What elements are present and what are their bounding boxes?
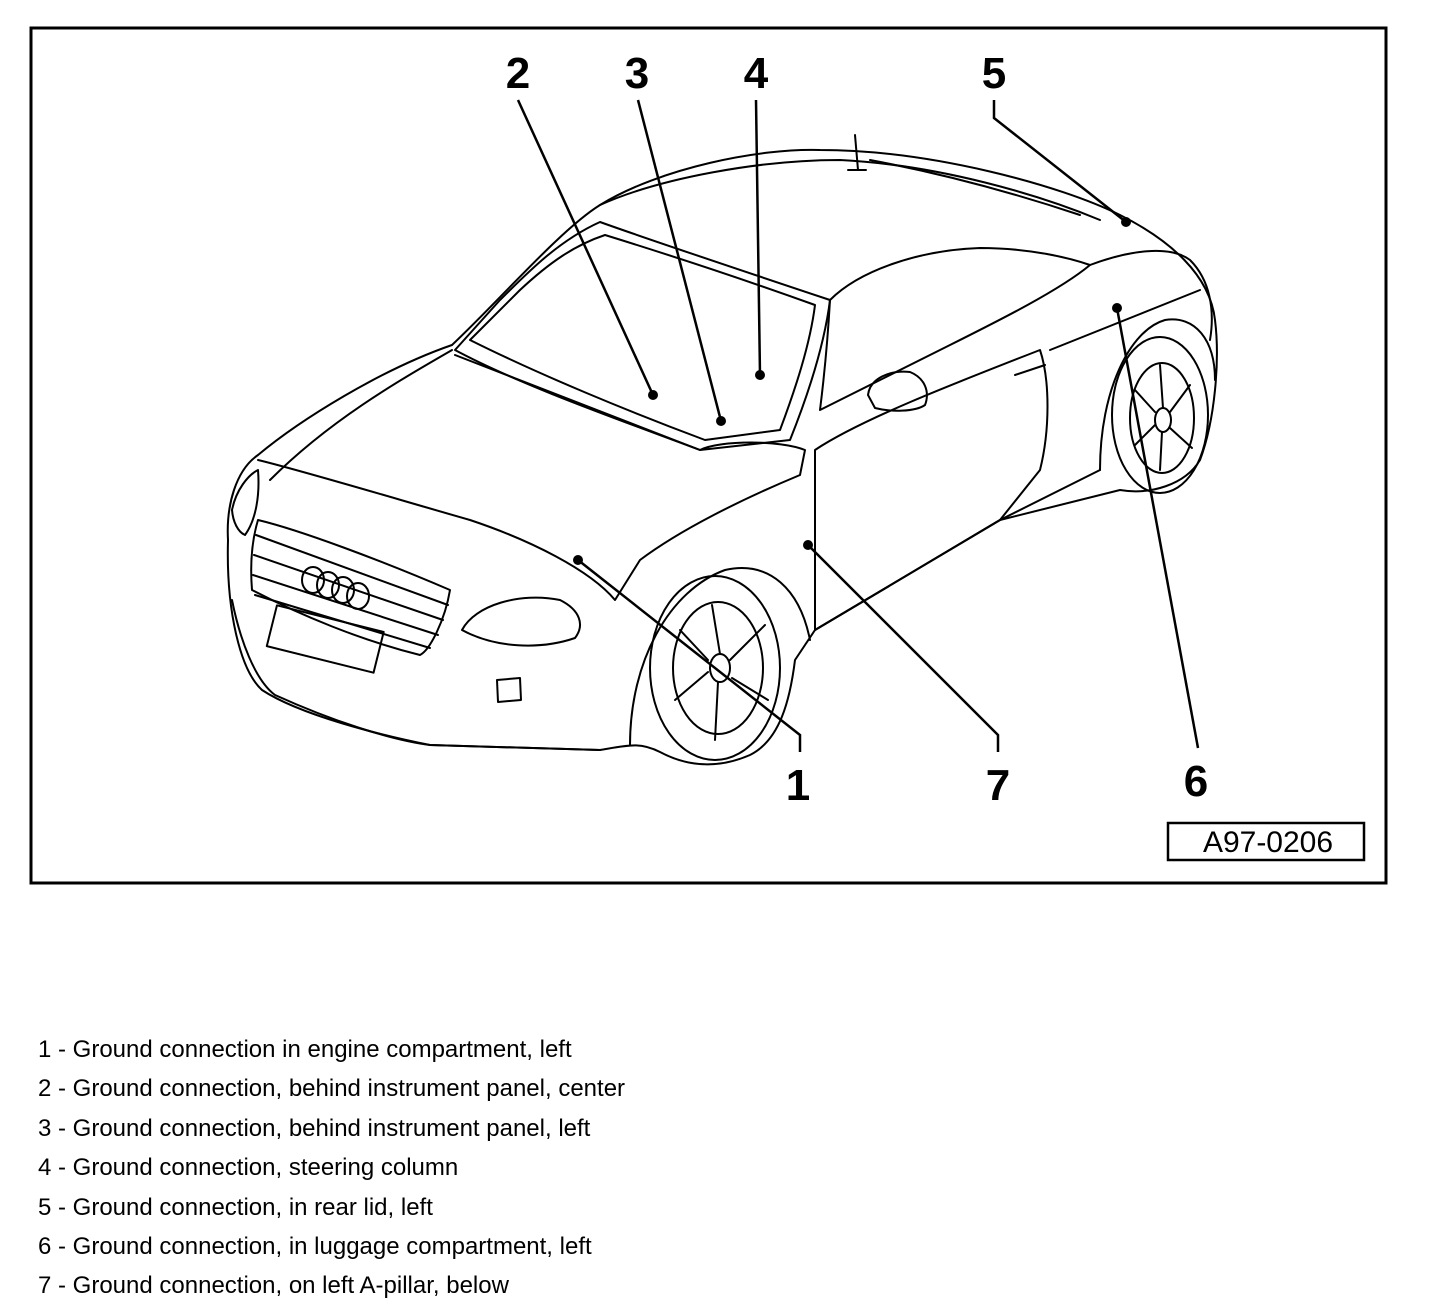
legend-item: 7 - Ground connection, on left A-pillar,… — [38, 1272, 509, 1300]
leader-line-2 — [516, 99, 655, 396]
car-illustration — [226, 134, 1218, 766]
fog-light — [496, 677, 522, 703]
door-handle — [1014, 364, 1046, 376]
callout-number: 6 — [1184, 757, 1208, 806]
front-bumper — [231, 599, 601, 751]
front-wheel-spokes — [674, 604, 769, 741]
reference-code: A97-0206 — [1203, 826, 1333, 859]
legend-item: 2 - Ground connection, behind instrument… — [38, 1075, 626, 1103]
callout-number: 3 — [625, 49, 649, 98]
diagram-figure: 1 2 3 4 5 6 7 A97-0206 — [29, 26, 1388, 885]
legend-item: 6 - Ground connection, in luggage compar… — [38, 1232, 592, 1260]
leader-line-4 — [754, 99, 762, 376]
front-grille — [250, 519, 451, 656]
legend-item: 1 - Ground connection in engine compartm… — [38, 1036, 572, 1063]
leader-line-7 — [807, 544, 1000, 752]
ground-point-marker-4 — [755, 370, 765, 380]
logo-ring-4 — [346, 582, 370, 610]
ground-point-marker-3 — [716, 416, 726, 426]
windshield-inner — [469, 234, 816, 441]
hood-crease — [269, 349, 453, 481]
callout-number: 1 — [786, 761, 810, 810]
rear-crease — [1049, 289, 1201, 351]
rear-wheel-hub — [1154, 407, 1172, 433]
ground-point-marker-5 — [1121, 217, 1131, 227]
legend-item: 4 - Ground connection, steering column — [38, 1154, 459, 1182]
rear-wheel-rim — [1129, 362, 1195, 474]
logo-ring-3 — [331, 576, 355, 604]
rear-wheel — [1111, 336, 1209, 494]
license-plate — [265, 604, 385, 674]
grille-bars — [252, 534, 449, 649]
ground-point-marker-1 — [573, 555, 583, 565]
rear-quarter — [1089, 250, 1213, 341]
side-window — [819, 247, 1091, 411]
ground-point-marker-7 — [803, 540, 813, 550]
figure-frame — [29, 26, 1388, 885]
leader-line-5 — [992, 100, 1127, 223]
callout-number: 5 — [982, 49, 1006, 98]
side-mirror — [867, 370, 928, 412]
callout-number: 2 — [506, 49, 530, 98]
legend-item: 3 - Ground connection, behind instrument… — [38, 1114, 591, 1142]
antenna — [847, 134, 867, 171]
legend-item: 5 - Ground connection, in rear lid, left — [38, 1193, 433, 1221]
rear-wheel-arch — [1099, 318, 1216, 471]
front-wheel-arch — [629, 567, 811, 746]
leader-line-3 — [636, 99, 723, 422]
logo-ring-2 — [316, 571, 340, 599]
hood-outline — [257, 354, 806, 601]
callout-number: 7 — [986, 761, 1010, 810]
ground-point-marker-6 — [1112, 303, 1122, 313]
roof-rail — [869, 159, 1081, 216]
headlight-left — [231, 469, 260, 536]
rear-wheel-spokes — [1134, 364, 1193, 471]
reference-code-box — [1166, 821, 1366, 862]
leader-line-6 — [1115, 307, 1200, 749]
front-wheel — [649, 575, 781, 761]
roof-line — [599, 159, 1101, 221]
leader-line-1 — [577, 559, 802, 752]
door-outline — [814, 349, 1049, 631]
callout-number: 4 — [744, 49, 769, 98]
headlight-right — [461, 596, 581, 647]
logo-ring-1 — [301, 566, 325, 594]
ground-point-marker-2 — [648, 390, 658, 400]
legend-list: 1 - Ground connection in engine compartm… — [38, 1030, 625, 1306]
callout-leader-lines — [516, 99, 1200, 752]
front-wheel-rim — [672, 601, 764, 735]
side-sill — [814, 469, 1101, 631]
callout-numbers: 1 2 3 4 5 6 7 — [506, 49, 1208, 810]
